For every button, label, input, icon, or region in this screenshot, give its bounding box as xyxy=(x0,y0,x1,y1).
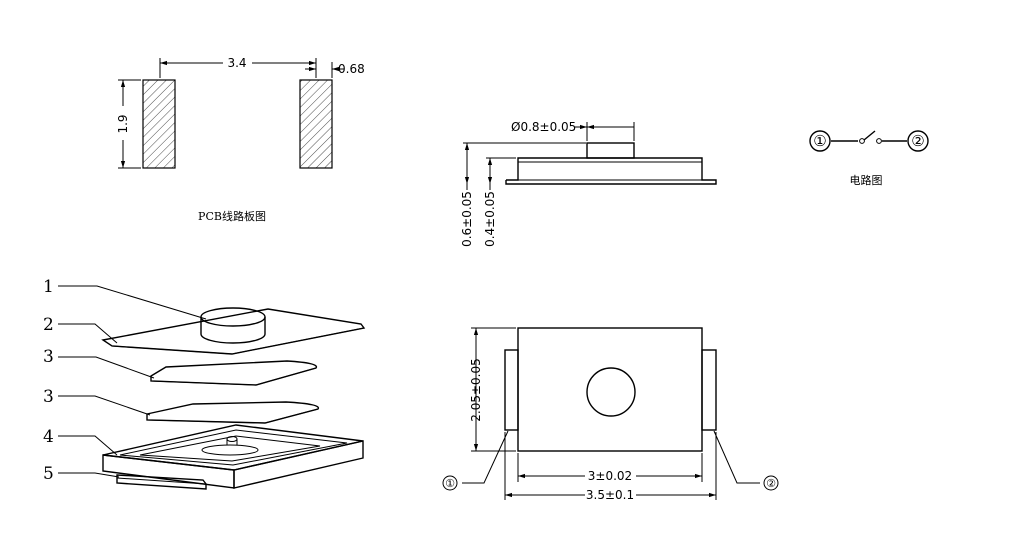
part-label-5: 5 xyxy=(43,464,54,484)
circuit-caption: 电路图 xyxy=(850,174,883,187)
actuator-part xyxy=(200,307,266,344)
part-label-4: 4 xyxy=(43,427,54,447)
top-body-width-label: 3±0.02 xyxy=(588,469,632,483)
terminal-part xyxy=(116,474,207,490)
circuit-switch-blade xyxy=(863,130,876,141)
dome-upper xyxy=(150,360,318,386)
total-height-label: 0.6±0.05 xyxy=(460,191,474,247)
dome-lower xyxy=(146,401,320,424)
part-label-2: 2 xyxy=(43,315,54,335)
top-view: 2.05±0.05 3±0.02 3.5±0.1 ① ② xyxy=(442,327,779,502)
side-view: Ø0.8±0.05 0.6±0.05 0.4±0.05 xyxy=(460,120,717,247)
top-view-terminal-left xyxy=(504,349,519,431)
circuit-terminal-2-circle xyxy=(907,130,929,152)
body-height-label: 0.4±0.05 xyxy=(483,191,497,247)
pcb-pad-right xyxy=(299,79,333,169)
pad-width-label: 0.68 xyxy=(338,62,365,76)
side-view-actuator xyxy=(586,142,635,159)
circuit-terminal-1-circle xyxy=(809,130,831,152)
circuit-terminal-1-label: ① xyxy=(813,132,826,150)
top-body-height-label: 2.05±0.05 xyxy=(469,358,483,422)
top-view-body xyxy=(517,327,703,452)
exploded-view: 1 2 3 3 4 5 xyxy=(43,277,366,490)
actuator-diameter-label: Ø0.8±0.05 xyxy=(511,120,576,134)
part-label-1: 1 xyxy=(43,277,54,297)
base-housing xyxy=(102,424,364,489)
cover-film xyxy=(101,308,366,355)
pad-spacing-label: 3.4 xyxy=(227,56,246,70)
pcb-layout-view: 3.4 0.68 1.9 PCB线路板图 xyxy=(116,56,365,223)
top-overall-width-label: 3.5±0.1 xyxy=(586,488,634,502)
top-terminal-2-label: ② xyxy=(766,477,776,490)
top-view-actuator xyxy=(586,367,636,417)
top-view-terminal-right xyxy=(701,349,717,431)
top-terminal-1-label: ① xyxy=(445,477,455,490)
circuit-diagram: ① ② 电路图 xyxy=(809,130,929,187)
pcb-layout-caption: PCB线路板图 xyxy=(198,209,266,223)
pcb-pad-left xyxy=(142,79,176,169)
circuit-terminal-2-label: ② xyxy=(911,132,924,150)
pad-height-label: 1.9 xyxy=(116,114,130,133)
part-label-3a: 3 xyxy=(43,347,54,367)
part-label-3b: 3 xyxy=(43,387,54,407)
